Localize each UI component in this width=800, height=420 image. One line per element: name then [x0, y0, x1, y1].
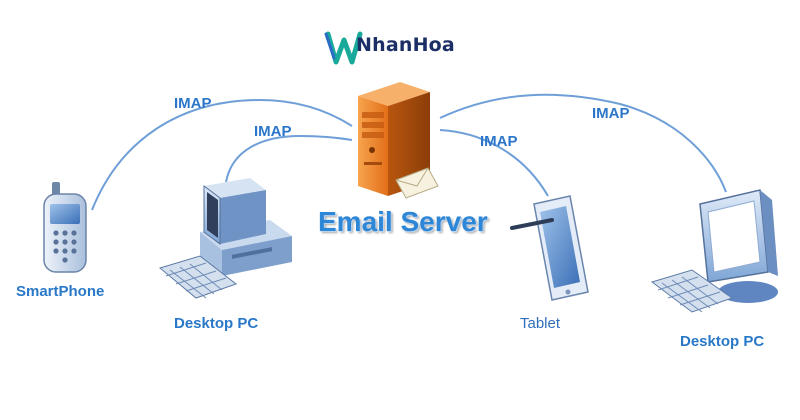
envelope-icon [395, 167, 439, 199]
imap-label-desktop-pc-left: IMAP [254, 123, 292, 140]
connection-desktop-pc-right [439, 93, 727, 193]
imap-label-smartphone: IMAP [174, 95, 212, 112]
device-label-tablet: Tablet [520, 315, 561, 332]
imap-label-desktop-pc-right: IMAP [592, 105, 630, 122]
connection-smartphone [91, 98, 353, 211]
nhanhoa-logo-icon [324, 31, 363, 65]
imap-label-tablet: IMAP [480, 133, 518, 150]
email-server-icon [358, 82, 439, 199]
device-label-desktop-pc-left: Desktop PC [174, 315, 259, 332]
device-label-smartphone: SmartPhone [16, 283, 105, 300]
device-label-desktop-pc-right: Desktop PC [680, 333, 765, 350]
brand-name: NhanHoa [356, 34, 455, 56]
stylus-icon [510, 218, 554, 230]
smartphone-icon [43, 182, 87, 273]
desktop-monitor-icon [650, 189, 778, 313]
desktop-pc-icon [158, 178, 292, 299]
email-server-label: Email Server [318, 206, 488, 237]
tablet-icon [510, 195, 589, 301]
connection-tablet [439, 129, 549, 197]
connection-desktop-pc-left [225, 134, 353, 183]
